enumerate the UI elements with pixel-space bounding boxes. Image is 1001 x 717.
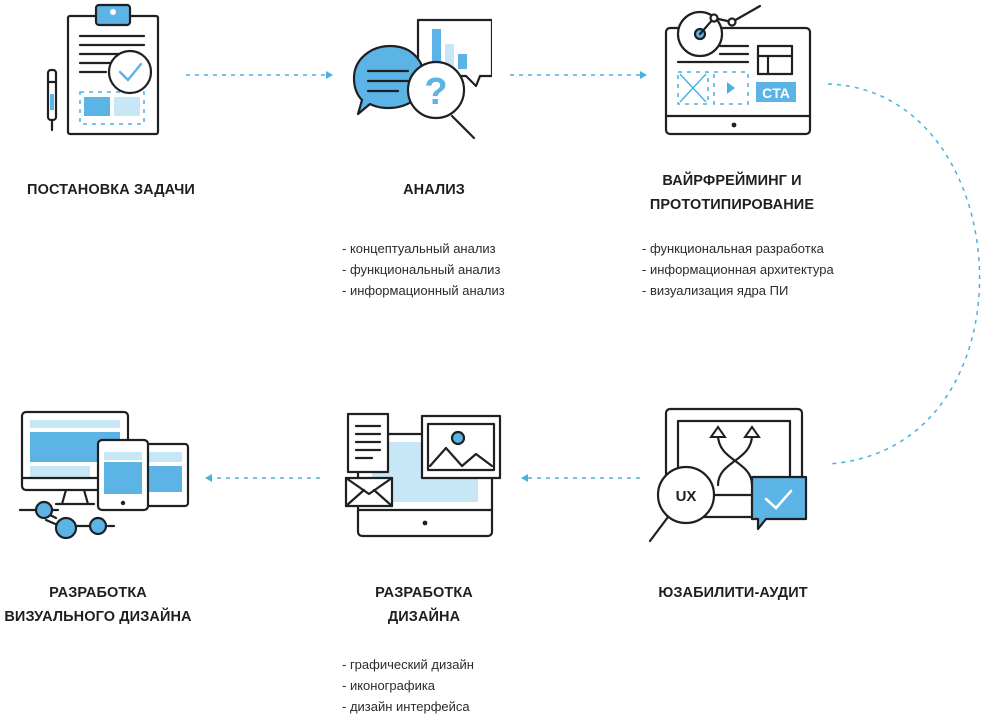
clipboard-icon (46, 3, 160, 136)
arrow-left-icon (521, 474, 528, 482)
arrow-left-icon (205, 474, 212, 482)
question-mark: ? (424, 71, 447, 113)
title-line: ВИЗУАЛЬНОГО ДИЗАЙНА (4, 609, 192, 625)
list-item: - иконографика (342, 678, 436, 693)
list-item: - дизайн интерфейса (342, 699, 470, 714)
arrow-right-icon (640, 71, 647, 79)
list-item: - информационный анализ (342, 283, 505, 298)
step-title-usability: ЮЗАБИЛИТИ-АУДИТ (628, 581, 838, 605)
list-item: - графический дизайн (342, 657, 474, 672)
step-title-design: РАЗРАБОТКА ДИЗАЙНА (334, 581, 514, 629)
list-item: - концептуальный анализ (342, 241, 496, 256)
title-line: ПОСТАНОВКА ЗАДАЧИ (27, 182, 195, 198)
list-item: - визуализация ядра ПИ (642, 283, 789, 298)
title-line: РАЗРАБОТКА (375, 585, 473, 601)
title-line: ВАЙРФРЕЙМИНГ И (662, 173, 802, 189)
devices-icon (18, 410, 190, 540)
design-development-icon (344, 412, 502, 538)
analysis-icon: ? (352, 18, 492, 140)
step-title-task: ПОСТАНОВКА ЗАДАЧИ (4, 178, 218, 202)
analysis-list: - концептуальный анализ - функциональный… (342, 238, 505, 301)
ux-label: UX (676, 488, 697, 505)
cta-label: CTA (762, 85, 790, 101)
title-line: АНАЛИЗ (403, 182, 465, 198)
usability-audit-icon: UX (648, 407, 808, 543)
title-line: РАЗРАБОТКА (49, 585, 147, 601)
title-line: ПРОТОТИПИРОВАНИЕ (649, 197, 815, 213)
step-title-wireframing: ВАЙРФРЕЙМИНГ И ПРОТОТИПИРОВАНИЕ (622, 169, 842, 217)
arrow-right-icon (326, 71, 333, 79)
wireframe-icon: CTA (664, 4, 812, 136)
step-title-analysis: АНАЛИЗ (334, 178, 534, 202)
connector-3-4 (827, 83, 981, 465)
step-title-visual-design: РАЗРАБОТКА ВИЗУАЛЬНОГО ДИЗАЙНА (0, 581, 196, 629)
design-list: - графический дизайн - иконографика - ди… (342, 654, 474, 717)
list-item: - функциональная разработка (642, 241, 824, 256)
wireframing-list: - функциональная разработка - информацио… (642, 238, 834, 301)
title-line: ДИЗАЙНА (387, 609, 461, 625)
list-item: - информационная архитектура (642, 262, 834, 277)
title-line: ЮЗАБИЛИТИ-АУДИТ (658, 585, 808, 601)
list-item: - функциональный анализ (342, 262, 501, 277)
